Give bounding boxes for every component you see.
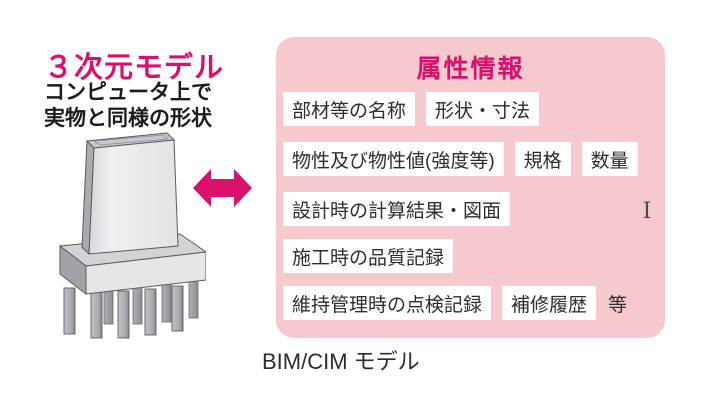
pier-column — [81, 132, 179, 256]
attribute-tag-quantity: 数量 — [581, 142, 638, 176]
attribute-row: 物性及び物性値(強度等) 規格 数量 — [283, 142, 638, 176]
text-cursor-icon: I — [642, 199, 652, 224]
attribute-row: 部材等の名称 形状・寸法 — [283, 92, 540, 126]
attribute-tag-member-name: 部材等の名称 — [283, 92, 416, 126]
diagram-caption: BIM/CIM モデル — [262, 349, 420, 374]
pier-front-piles — [63, 285, 184, 339]
bridge-pier-3d-illustration — [58, 132, 206, 339]
left-subtitle-line-2: 実物と同様の形状 — [44, 107, 212, 131]
attribute-info-panel: 属性情報 部材等の名称 形状・寸法 物性及び物性値(強度等) 規格 数量 設計時… — [276, 37, 665, 338]
attribute-tag-shape-dimensions: 形状・寸法 — [426, 92, 540, 126]
panel-title: 属性情報 — [416, 55, 525, 83]
left-title: ３次元モデル — [44, 52, 225, 84]
pier-back-piles — [103, 271, 199, 325]
attribute-tag-inspection-records: 維持管理時の点検記録 — [283, 286, 492, 320]
attribute-row: 施工時の品質記録 — [283, 239, 454, 273]
left-subtitle: コンピュータ上で 実物と同様の形状 — [44, 80, 274, 132]
attribute-tag-design-results: 設計時の計算結果・図面 — [283, 192, 511, 226]
left-subtitle-line-1: コンピュータ上で — [44, 81, 212, 104]
attribute-etc-label: 等 — [608, 294, 628, 316]
attribute-tag-repair-history: 補修履歴 — [502, 286, 597, 320]
double-headed-arrow-icon — [193, 169, 252, 207]
attribute-row: 維持管理時の点検記録 補修履歴 等 — [283, 286, 628, 320]
attribute-tag-material-properties: 物性及び物性値(強度等) — [283, 142, 504, 176]
attribute-row: 設計時の計算結果・図面 — [283, 192, 511, 226]
attribute-tag-standard: 規格 — [514, 142, 571, 176]
attribute-tag-construction-quality: 施工時の品質記録 — [283, 239, 454, 273]
